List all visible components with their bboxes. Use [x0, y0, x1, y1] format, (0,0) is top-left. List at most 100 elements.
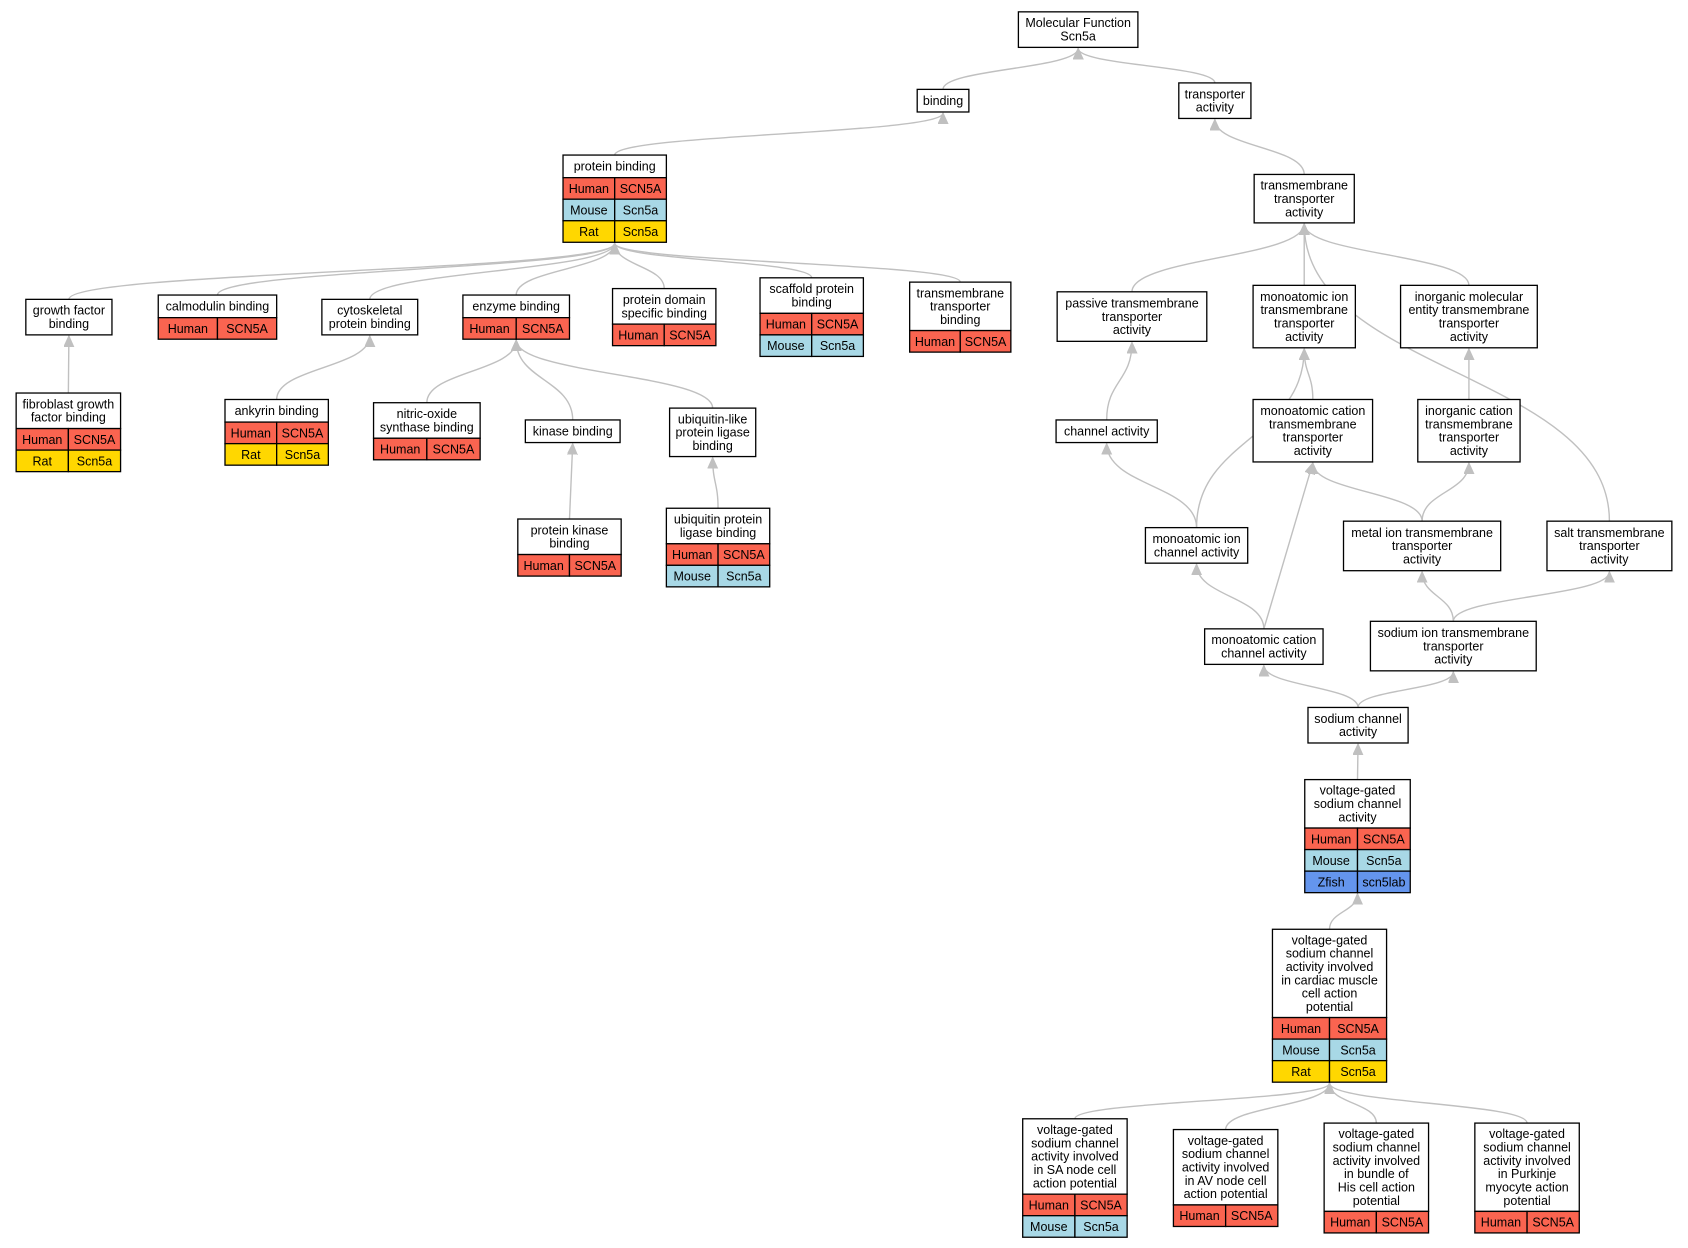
node-label-line: transporter [1274, 317, 1334, 331]
node-label-line: sodium channel [1286, 947, 1374, 961]
gene-label: SCN5A [1532, 1216, 1574, 1230]
is-a-edge [1304, 349, 1314, 400]
node-label-line: potential [1503, 1194, 1550, 1208]
edge-layer [68, 48, 1609, 1130]
is-a-edge [426, 340, 516, 403]
go-term-node[interactable]: sodium ion transmembranetransporteractiv… [1369, 620, 1537, 672]
node-label-line: sodium channel [1031, 1136, 1119, 1150]
species-label: Human [469, 322, 509, 336]
go-term-node[interactable]: inorganic cationtransmembranetransporter… [1417, 398, 1521, 463]
node-label-line: binding [549, 537, 589, 551]
node-label-line: transporter [1392, 539, 1452, 553]
gene-cell [515, 317, 571, 340]
node-label-line: transporter [1102, 310, 1162, 324]
gene-label: SCN5A [1231, 1209, 1273, 1223]
node-label-line: channel activity [1154, 545, 1240, 559]
node-title-box [1056, 291, 1208, 342]
gene-cell [1224, 1204, 1279, 1228]
node-label-line: ubiquitin protein [674, 513, 762, 527]
node-label-line: salt transmembrane [1554, 526, 1665, 540]
node-label-line: transmembrane [916, 286, 1004, 300]
go-term-node[interactable]: monoatomic cationtransmembranetransporte… [1252, 398, 1374, 463]
species-label: Mouse [1030, 1220, 1068, 1234]
go-term-node[interactable]: metal ion transmembranetransporteractivi… [1342, 520, 1502, 572]
gene-label: Scn5a [820, 339, 855, 353]
node-label-line: specific binding [621, 306, 707, 320]
go-term-node[interactable]: binding [916, 88, 970, 113]
node-label-line: activity [1294, 444, 1333, 458]
node-label-line: binding [923, 94, 963, 108]
go-term-node[interactable]: monoatomic iontransmembranetransporterac… [1252, 284, 1357, 349]
node-label-line: voltage-gated [1489, 1127, 1565, 1141]
is-a-edge [1074, 1083, 1330, 1120]
node-label-line: protein ligase [675, 426, 749, 440]
gene-label: SCN5A [723, 548, 765, 562]
node-label-line: voltage-gated [1320, 784, 1396, 798]
gene-label: SCN5A [669, 328, 711, 342]
species-label: Human [231, 426, 271, 440]
species-label: Zfish [1318, 875, 1345, 889]
is-a-edge [1264, 665, 1359, 708]
node-label-line: activity involved [1333, 1154, 1421, 1168]
node-label-line: passive transmembrane [1065, 296, 1198, 310]
node-label-line: nitric-oxide [397, 407, 457, 421]
species-label: Rat [579, 225, 599, 239]
is-a-edge [68, 243, 615, 300]
is-a-edge [369, 243, 615, 300]
gene-cell [67, 449, 122, 473]
go-term-node[interactable]: kinase binding [524, 419, 621, 444]
node-label-line: inorganic cation [1425, 404, 1513, 418]
node-label-line: activity [1450, 330, 1489, 344]
node-label-line: sodium channel [1182, 1147, 1270, 1161]
species-label: Mouse [570, 203, 608, 217]
is-a-edge [1330, 1083, 1528, 1124]
gene-label: SCN5A [620, 182, 662, 196]
go-term-node[interactable]: channel activity [1055, 419, 1158, 444]
node-title-box [1399, 284, 1538, 349]
node-label-line: in AV node cell [1185, 1174, 1267, 1188]
gene-label: Scn5a [1340, 1065, 1375, 1079]
node-label-line: scaffold protein [769, 282, 854, 296]
node-label-line: activity involved [1483, 1154, 1571, 1168]
gene-label: SCN5A [74, 433, 116, 447]
species-label: Human [915, 335, 955, 349]
node-label-line: ankyrin binding [235, 404, 319, 418]
gene-label: Scn5a [1366, 854, 1401, 868]
node-label-line: binding [49, 317, 89, 331]
node-label-line: voltage-gated [1338, 1127, 1414, 1141]
gene-cell [1526, 1210, 1580, 1234]
node-label-line: channel activity [1221, 647, 1307, 661]
node-label-line: sodium channel [1483, 1140, 1571, 1154]
is-a-edge [615, 243, 665, 289]
node-label-line: His cell action [1338, 1181, 1415, 1195]
